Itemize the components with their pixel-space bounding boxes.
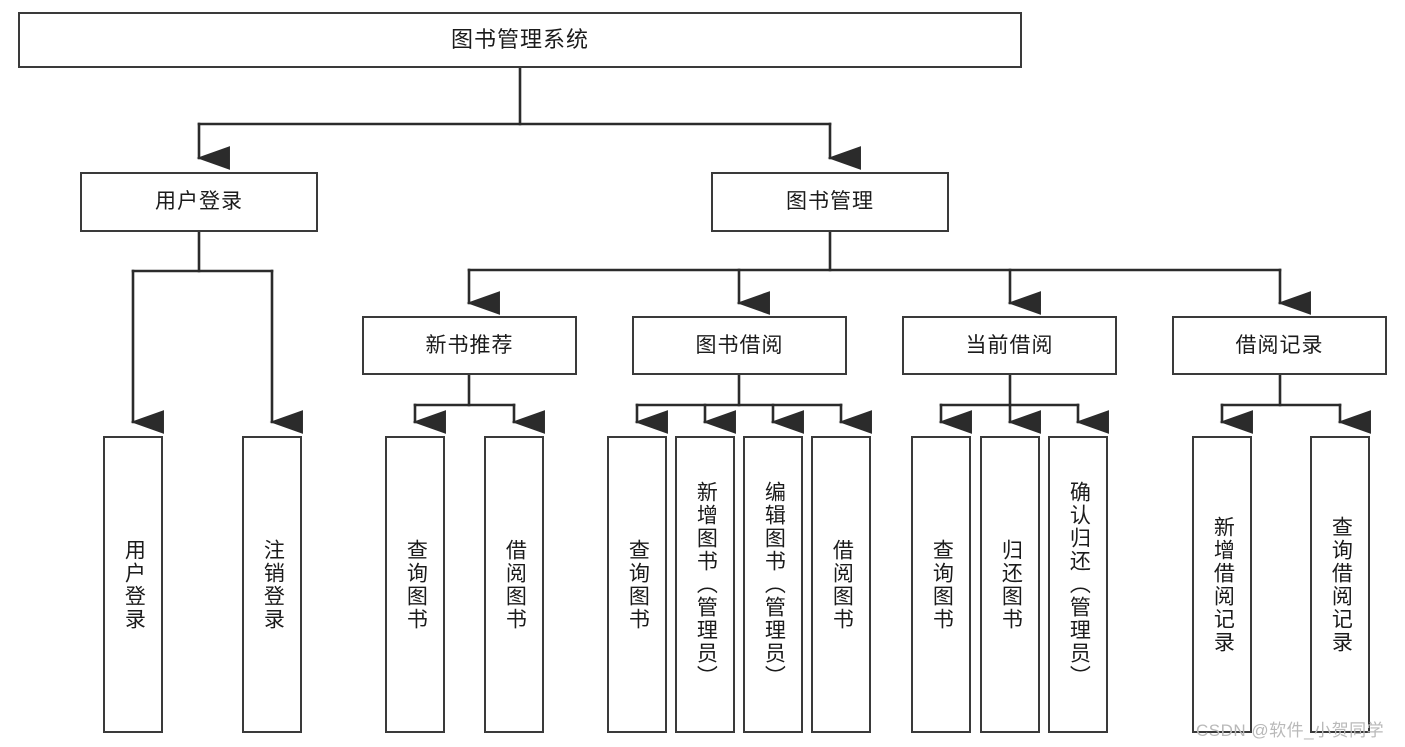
- leaf-query-book-2-label: 查询图书: [626, 538, 650, 631]
- leaf-query-record[interactable]: 查询借阅记录: [1310, 436, 1370, 733]
- csdn-watermark: CSDN @软件_小贺同学: [1196, 721, 1385, 740]
- node-book-management-label: 图书管理: [786, 190, 874, 214]
- leaf-query-record-label: 查询借阅记录: [1329, 515, 1353, 654]
- node-root-label: 图书管理系统: [450, 26, 589, 52]
- leaf-confirm-return[interactable]: 确认归还（管理员）: [1048, 436, 1108, 733]
- leaf-return-book-label: 归还图书: [999, 538, 1023, 631]
- leaf-user-login[interactable]: 用户登录: [103, 436, 163, 733]
- node-root-system[interactable]: 图书管理系统: [18, 12, 1022, 68]
- leaf-query-book-3[interactable]: 查询图书: [911, 436, 971, 733]
- leaf-borrow-book-1[interactable]: 借阅图书: [484, 436, 544, 733]
- leaf-return-book[interactable]: 归还图书: [980, 436, 1040, 733]
- node-book-borrow-label: 图书借阅: [695, 333, 784, 357]
- node-borrow-record[interactable]: 借阅记录: [1172, 316, 1387, 375]
- node-book-borrow[interactable]: 图书借阅: [632, 316, 847, 375]
- leaf-edit-book-label: 编辑图书（管理员）: [762, 481, 786, 688]
- leaf-user-login-label: 用户登录: [122, 538, 146, 631]
- leaf-confirm-return-label: 确认归还（管理员）: [1067, 481, 1091, 688]
- leaf-borrow-book-2-label: 借阅图书: [830, 538, 854, 631]
- node-book-management[interactable]: 图书管理: [711, 172, 949, 232]
- node-current-borrow-label: 当前借阅: [965, 333, 1054, 357]
- leaf-logout-login[interactable]: 注销登录: [242, 436, 302, 733]
- leaf-edit-book[interactable]: 编辑图书（管理员）: [743, 436, 803, 733]
- leaf-add-book-label: 新增图书（管理员）: [694, 481, 718, 688]
- leaf-add-record-label: 新增借阅记录: [1211, 515, 1235, 654]
- leaf-borrow-book-1-label: 借阅图书: [503, 538, 527, 631]
- leaf-query-book-3-label: 查询图书: [930, 538, 954, 631]
- leaf-add-book[interactable]: 新增图书（管理员）: [675, 436, 735, 733]
- leaf-query-book-2[interactable]: 查询图书: [607, 436, 667, 733]
- node-current-borrow[interactable]: 当前借阅: [902, 316, 1117, 375]
- leaf-add-record[interactable]: 新增借阅记录: [1192, 436, 1252, 733]
- node-user-login[interactable]: 用户登录: [80, 172, 318, 232]
- node-user-login-label: 用户登录: [155, 190, 243, 214]
- leaf-query-book-1[interactable]: 查询图书: [385, 436, 445, 733]
- node-new-book-recommend-label: 新书推荐: [425, 333, 514, 357]
- node-borrow-record-label: 借阅记录: [1235, 333, 1324, 357]
- leaf-query-book-1-label: 查询图书: [404, 538, 428, 631]
- leaf-borrow-book-2[interactable]: 借阅图书: [811, 436, 871, 733]
- node-new-book-recommend[interactable]: 新书推荐: [362, 316, 577, 375]
- leaf-logout-login-label: 注销登录: [261, 538, 285, 631]
